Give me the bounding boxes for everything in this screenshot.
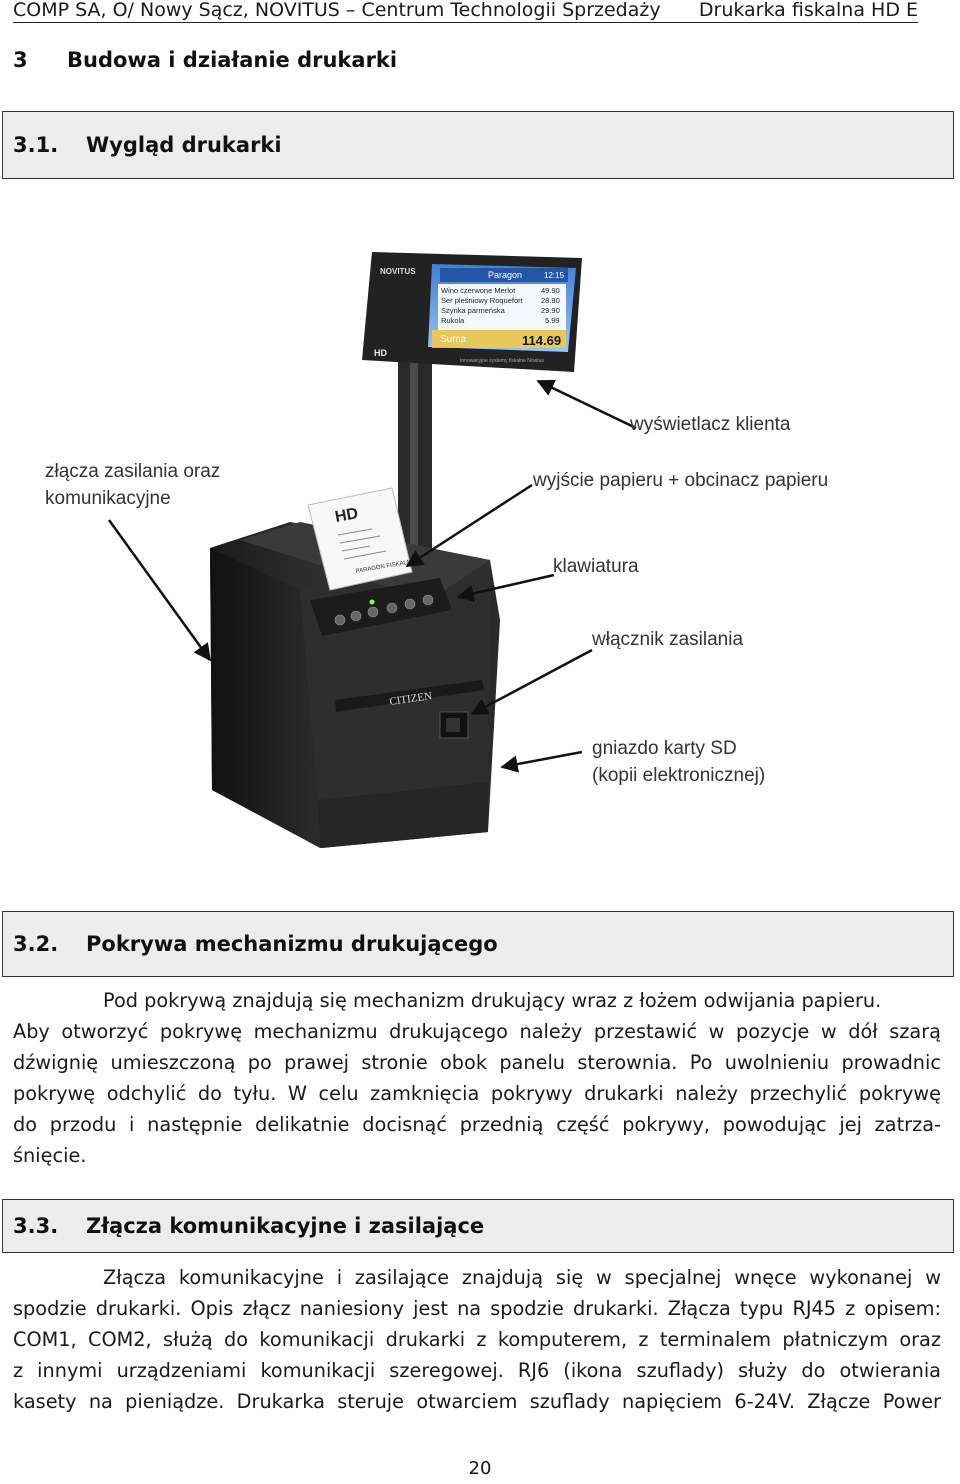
screen-sum-label: Suma: [440, 334, 467, 345]
paragraph-line: COM1, COM2, służą do komunikacji drukark…: [13, 1328, 941, 1351]
screen-item-price: 5.99: [545, 316, 560, 325]
screen-time: 12:15: [544, 271, 565, 280]
header-right: Drukarka fiskalna HD E: [698, 0, 918, 21]
page-number: 20: [468, 1458, 492, 1479]
label-connectors-line2: komunikacyjne: [45, 488, 171, 509]
screen-title: Paragon: [488, 270, 522, 280]
paragraph-line: kasety na pieniądze. Drukarka steruje ot…: [13, 1390, 941, 1413]
section-number: 3.2.: [13, 932, 59, 956]
chapter-title: Budowa i działanie drukarki: [67, 48, 398, 72]
screen-item-name: Wino czerwone Merlot: [441, 286, 516, 295]
screen-sum-value: 114.69: [522, 333, 561, 348]
section-3-3-paragraph: Złącza komunikacyjne i zasilające znajdu…: [13, 1262, 941, 1417]
paragraph-line: z innymi urządzeniami komunikacji szereg…: [13, 1359, 941, 1382]
printer-figure: NOVITUS Paragon 12:15 Wino czerwone Merl…: [107, 252, 637, 848]
arrow-paper-exit: [405, 483, 533, 568]
keyboard-panel: [310, 578, 452, 636]
chapter-number: 3: [13, 48, 28, 72]
label-connectors-line1: złącza zasilania oraz: [45, 461, 221, 482]
screen-item-price: 29.90: [541, 306, 560, 315]
display-brand: NOVITUS: [380, 267, 416, 276]
arrow-connectors: [107, 519, 212, 662]
label-sd-line2: (kopii elektronicznej): [592, 765, 766, 786]
screen-item-name: Szynka parmeńska: [441, 306, 506, 315]
screen-item-name: Rukola: [441, 316, 465, 325]
label-display: wyświetlacz klienta: [630, 414, 791, 435]
section-heading-3-3: 3.3. Złącza komunikacyjne i zasilające: [2, 1199, 954, 1253]
section-number: 3.1.: [13, 133, 59, 157]
paragraph-line: pokrywę odchylić do tyłu. W celu zamknię…: [13, 1082, 941, 1105]
display-model: HD: [374, 348, 387, 358]
label-paper-exit: wyjście papieru + obcinacz papieru: [533, 470, 829, 491]
section-3-2-paragraph: Pod pokrywą znajdują się mechanizm druku…: [13, 985, 941, 1171]
paragraph-line: do przodu i następnie delikatnie docisną…: [13, 1113, 941, 1136]
screen-item-price: 49.90: [541, 286, 560, 295]
section-title: Pokrywa mechanizmu drukującego: [86, 932, 498, 956]
paragraph-line: spodzie drukarki. Opis złącz naniesiony …: [13, 1297, 941, 1320]
screen-item-price: 28.90: [541, 296, 560, 305]
screen-item-name: Ser pleśniowy Roquefort: [441, 296, 524, 305]
printer-brand: CITIZEN: [389, 690, 433, 708]
section-title: Złącza komunikacyjne i zasilające: [86, 1214, 485, 1238]
running-header: COMP SA, O/ Nowy Sącz, NOVITUS – Centrum…: [13, 0, 918, 23]
header-left: COMP SA, O/ Nowy Sącz, NOVITUS – Centrum…: [13, 0, 661, 21]
label-keyboard: klawiatura: [553, 556, 639, 577]
arrow-display: [536, 379, 637, 430]
section-heading-3-2: 3.2. Pokrywa mechanizmu drukującego: [2, 911, 954, 977]
section-heading-3-1: 3.1. Wygląd drukarki: [2, 111, 954, 179]
arrow-power-switch: [470, 648, 593, 716]
label-sd-line1: gniazdo karty SD: [592, 738, 737, 759]
section-number: 3.3.: [13, 1214, 59, 1238]
receipt-logo: HD: [334, 505, 360, 526]
label-power-switch: włącznik zasilania: [592, 629, 744, 650]
paragraph-line: dźwignię umieszczoną po prawej stronie o…: [13, 1051, 941, 1074]
paragraph-line: śnięcie.: [13, 1144, 87, 1167]
paragraph-line: Aby otworzyć pokrywę mechanizmu drukując…: [13, 1020, 941, 1043]
display-footer: Innowacyjne systemy fiskalne Novitus: [460, 358, 544, 364]
section-title: Wygląd drukarki: [86, 133, 282, 157]
paragraph-line: Złącza komunikacyjne i zasilające znajdu…: [103, 1266, 941, 1289]
arrow-sd-slot: [500, 750, 583, 773]
arrow-keyboard: [456, 573, 555, 603]
chapter-heading: 3 Budowa i działanie drukarki: [13, 48, 397, 72]
paragraph-line: Pod pokrywą znajdują się mechanizm druku…: [103, 989, 882, 1012]
